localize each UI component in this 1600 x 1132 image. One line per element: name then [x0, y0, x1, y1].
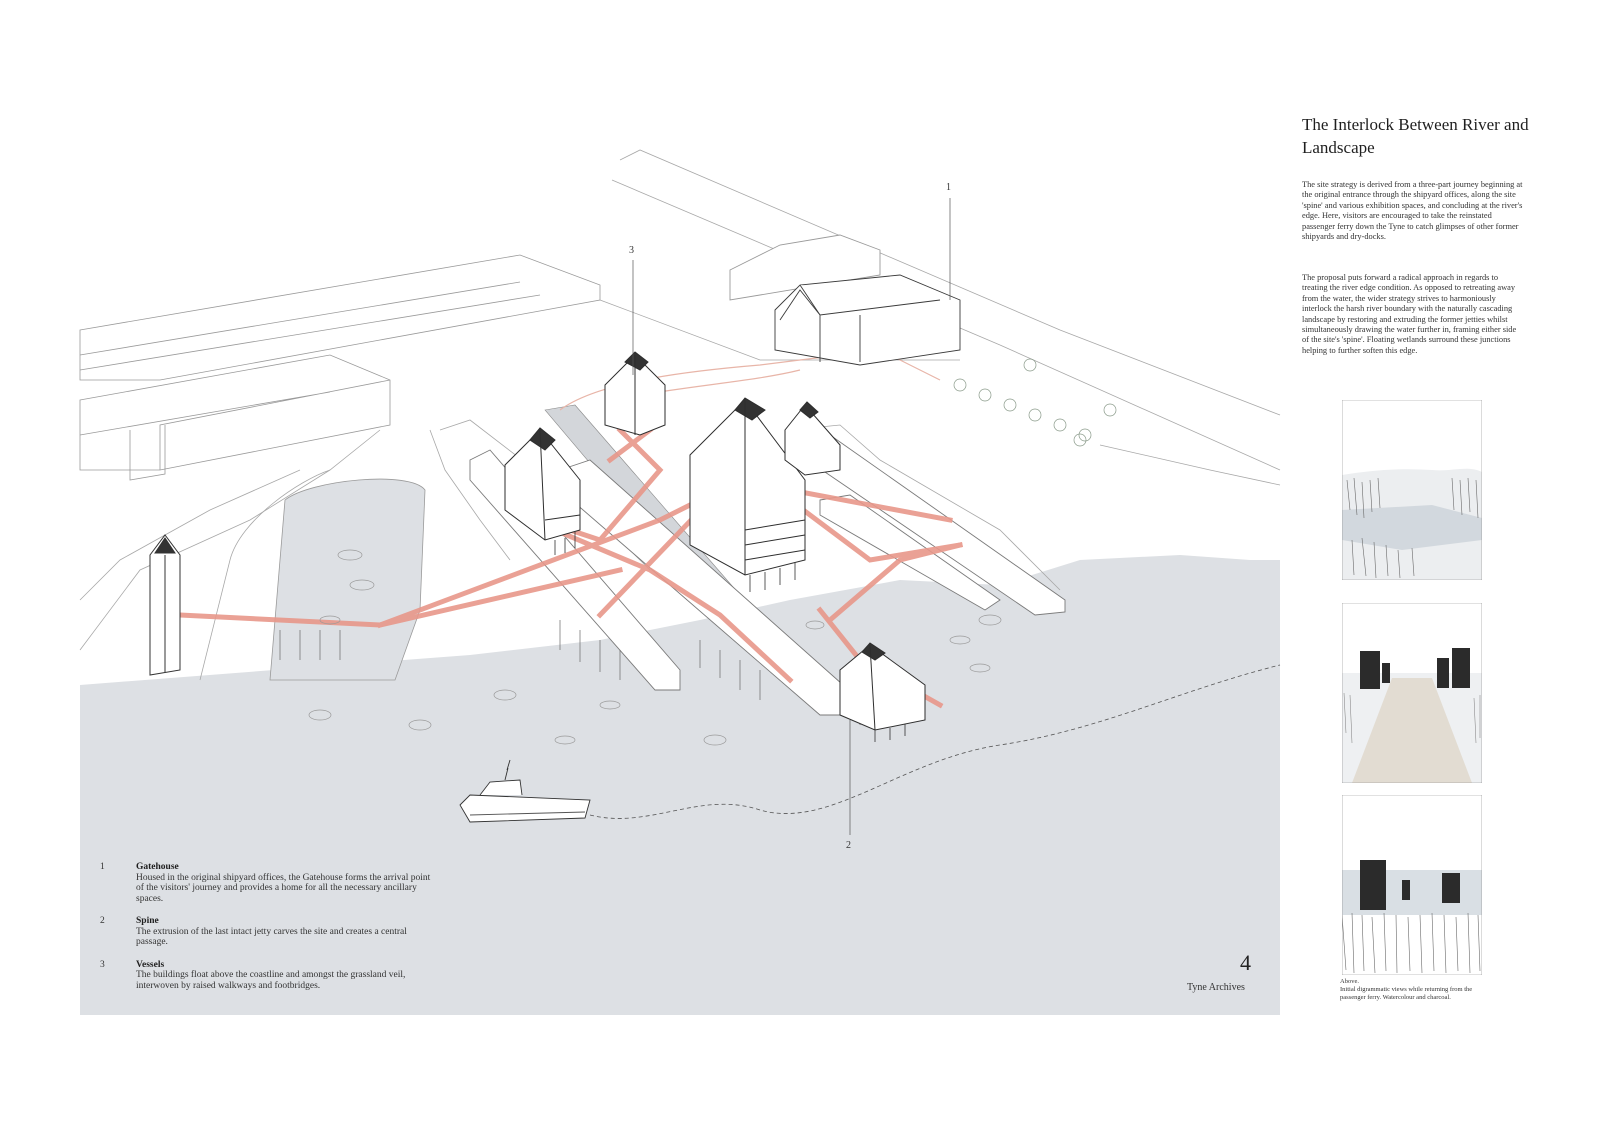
- callout-1: 1: [946, 182, 951, 193]
- vessel-buildings: [504, 351, 926, 731]
- strategy-paragraph-2: The proposal puts forward a radical appr…: [1302, 273, 1517, 355]
- vessel-legs: [554, 532, 906, 742]
- warehouse-sheds: [79, 254, 601, 481]
- ferry-boat: [459, 759, 591, 823]
- legend-heading: Vessels: [136, 959, 165, 970]
- tower-building: [149, 534, 181, 676]
- legend-text: Housed in the original shipyard offices,…: [136, 872, 431, 904]
- legend-number: 3: [100, 959, 105, 970]
- legend-number: 2: [100, 916, 105, 926]
- legend-text: The extrusion of the last intact jetty c…: [136, 926, 407, 948]
- page-number: 4: [1240, 950, 1251, 975]
- legend-item-vessels: 3 Vessels The buildings float above the …: [100, 960, 440, 992]
- gatehouse-building: [729, 234, 961, 366]
- strategy-paragraph-1: The site strategy is derived from a thre…: [1302, 180, 1523, 242]
- legend-item-spine: 2 Spine The extrusion of the last intact…: [100, 916, 440, 948]
- legend-heading: Gatehouse: [136, 862, 179, 872]
- legend-heading: Spine: [136, 916, 159, 926]
- callout-3: 3: [629, 245, 634, 256]
- callout-2: 2: [846, 840, 851, 851]
- sketch-caption: Above. Initial digrammatic views while r…: [1340, 978, 1480, 1002]
- dock-water: [269, 478, 426, 681]
- legend-text: The buildings float above the coastline …: [136, 970, 406, 991]
- sketch-spine-view: [1342, 603, 1482, 783]
- legend: 1 Gatehouse Housed in the original shipy…: [100, 862, 440, 1003]
- ferry-route: [589, 664, 1281, 819]
- floating-wetlands: [308, 549, 1002, 746]
- trees: [953, 358, 1117, 447]
- sketch-arrival-view: [1342, 795, 1482, 975]
- caption-text: Initial digrammatic views while returnin…: [1340, 986, 1473, 1001]
- panel-title: The Interlock Between River and Landscap…: [1302, 115, 1529, 157]
- legend-item-gatehouse: 1 Gatehouse Housed in the original shipy…: [100, 862, 440, 904]
- caption-heading: Above.: [1340, 978, 1359, 985]
- project-name: Tyne Archives: [1187, 982, 1245, 993]
- legend-number: 1: [100, 862, 105, 872]
- sketch-wetland-view: [1342, 400, 1482, 580]
- callout-leaders: [632, 198, 951, 835]
